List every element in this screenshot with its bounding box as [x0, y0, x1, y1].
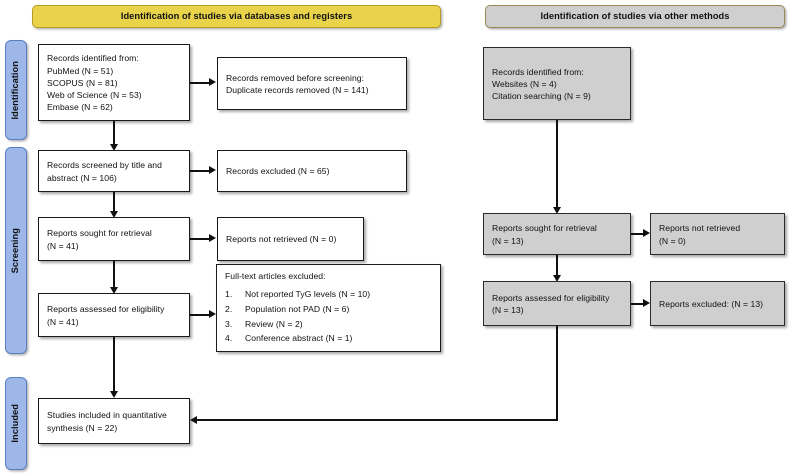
fulltext-excluded-reason-list: Not reported TyG levels (N = 10) Populat… — [225, 288, 432, 347]
arrow-screened-to-excluded — [209, 166, 216, 174]
box-records-identified-other: Records identified from: Websites (N = 4… — [483, 47, 631, 120]
reports-sought-other-line-1: Reports sought for retrieval — [492, 223, 597, 234]
connector-other-identified-to-sought — [556, 120, 559, 211]
header-databases-and-registers: Identification of studies via databases … — [32, 5, 441, 28]
arrow-identified-to-screened — [109, 144, 118, 151]
reports-not-retrieved-other-line-2: (N = 0) — [659, 235, 686, 246]
reports-sought-db-line-2: (N = 41) — [47, 240, 79, 251]
box-reports-sought-databases: Reports sought for retrieval (N = 41) — [38, 217, 190, 261]
arrow-other-sought-to-assessed — [552, 275, 561, 282]
reports-sought-db-line-1: Reports sought for retrieval — [47, 228, 152, 239]
connector-sought-to-not-retrieved — [190, 237, 210, 240]
fulltext-excluded-heading: Full-text articles excluded: — [225, 271, 326, 281]
connector-assessed-to-fulltext-excluded — [190, 313, 210, 316]
header-databases-label: Identification of studies via databases … — [120, 10, 353, 21]
arrow-identified-to-removed — [209, 78, 216, 86]
records-removed-line-2: Duplicate records removed (N = 141) — [226, 85, 369, 95]
box-records-screened: Records screened by title and abstract (… — [38, 150, 190, 192]
box-fulltext-articles-excluded: Full-text articles excluded: Not reporte… — [216, 264, 441, 352]
reports-not-retrieved-db-line-1: Reports not retrieved (N = 0) — [226, 234, 337, 245]
fulltext-excluded-reason-3: Review (N = 2) — [225, 318, 303, 330]
records-screened-line-2: abstract (N = 106) — [47, 172, 117, 183]
reports-assessed-db-line-2: (N = 41) — [47, 316, 79, 327]
records-identified-other-line-2: Websites (N = 4) — [492, 78, 557, 89]
records-identified-line-2: PubMed (N = 51) — [47, 65, 114, 76]
connector-identified-to-removed — [190, 81, 210, 84]
reports-sought-other-line-2: (N = 13) — [492, 235, 524, 246]
box-reports-assessed-other: Reports assessed for eligibility (N = 13… — [483, 281, 631, 326]
arrow-sought-to-assessed — [109, 287, 118, 294]
reports-not-retrieved-other-line-1: Reports not retrieved — [659, 223, 741, 234]
stage-label-identification-text: Identification — [10, 60, 21, 120]
arrow-other-identified-to-sought — [552, 207, 561, 214]
reports-assessed-other-line-1: Reports assessed for eligibility — [492, 292, 610, 303]
reports-assessed-db-line-1: Reports assessed for eligibility — [47, 304, 165, 315]
records-identified-line-4: Web of Science (N = 53) — [47, 90, 142, 101]
connector-other-sought-to-not-retrieved — [631, 232, 645, 235]
arrow-screened-to-sought — [109, 211, 118, 218]
box-records-removed-before-screening: Records removed before screening: Duplic… — [217, 57, 407, 110]
reports-assessed-other-line-2: (N = 13) — [492, 305, 524, 315]
box-reports-assessed-databases: Reports assessed for eligibility (N = 41… — [38, 293, 190, 337]
arrow-other-assessed-to-excluded — [643, 299, 650, 307]
studies-included-line-2: synthesis (N = 22) — [47, 422, 118, 433]
reports-excluded-other-line-1: Reports excluded: (N = 13) — [659, 298, 764, 309]
stage-label-screening: Screening — [5, 147, 27, 354]
arrow-assessed-to-fulltext-excluded — [209, 310, 216, 318]
stage-label-screening-text: Screening — [10, 227, 21, 274]
arrow-assessed-to-included — [109, 391, 118, 398]
header-other-label: Identification of studies via other meth… — [540, 10, 730, 21]
records-screened-line-1: Records screened by title and — [47, 160, 162, 171]
arrow-other-to-included — [190, 415, 197, 424]
stage-label-included: Included — [5, 377, 27, 470]
records-identified-other-line-1: Records identified from: — [492, 66, 584, 77]
connector-screened-to-excluded — [190, 169, 210, 172]
connector-identified-to-screened — [113, 121, 116, 148]
stage-label-included-text: Included — [10, 404, 21, 443]
fulltext-excluded-reason-4: Conference abstract (N = 1) — [225, 332, 353, 344]
records-identified-line-1: Records identified from: — [47, 53, 139, 64]
studies-included-line-1: Studies included in quantitative — [47, 410, 167, 421]
box-reports-not-retrieved-databases: Reports not retrieved (N = 0) — [217, 217, 364, 261]
records-identified-line-5: Embase (N = 62) — [47, 102, 113, 113]
box-studies-included: Studies included in quantitative synthes… — [38, 398, 190, 444]
connector-screened-to-sought — [113, 192, 116, 215]
connector-other-assessed-to-excluded — [631, 302, 645, 305]
box-reports-not-retrieved-other: Reports not retrieved (N = 0) — [650, 213, 785, 255]
fulltext-excluded-reason-2: Population not PAD (N = 6) — [225, 303, 350, 315]
box-reports-sought-other: Reports sought for retrieval (N = 13) — [483, 213, 631, 255]
box-records-excluded: Records excluded (N = 65) — [217, 150, 407, 192]
header-other-methods: Identification of studies via other meth… — [485, 5, 785, 28]
stage-label-identification: Identification — [5, 40, 27, 140]
connector-other-sought-to-assessed — [556, 255, 559, 279]
arrow-other-sought-to-not-retrieved — [643, 229, 650, 237]
records-excluded-line-1: Records excluded (N = 65) — [226, 166, 330, 177]
connector-other-assessed-to-included-horizontal — [196, 419, 558, 422]
connector-other-assessed-to-included-vertical — [556, 326, 559, 421]
records-removed-line-1: Records removed before screening: — [226, 72, 365, 83]
box-reports-excluded-other: Reports excluded: (N = 13) — [650, 281, 785, 326]
connector-assessed-to-included — [113, 337, 116, 394]
records-identified-line-3: SCOPUS (N = 81) — [47, 77, 118, 88]
box-records-identified-databases: Records identified from: PubMed (N = 51)… — [38, 44, 190, 121]
fulltext-excluded-reason-1: Not reported TyG levels (N = 10) — [225, 288, 371, 300]
records-identified-other-line-3: Citation searching (N = 9) — [492, 91, 591, 102]
connector-sought-to-assessed — [113, 261, 116, 291]
arrow-sought-to-not-retrieved — [209, 234, 216, 242]
